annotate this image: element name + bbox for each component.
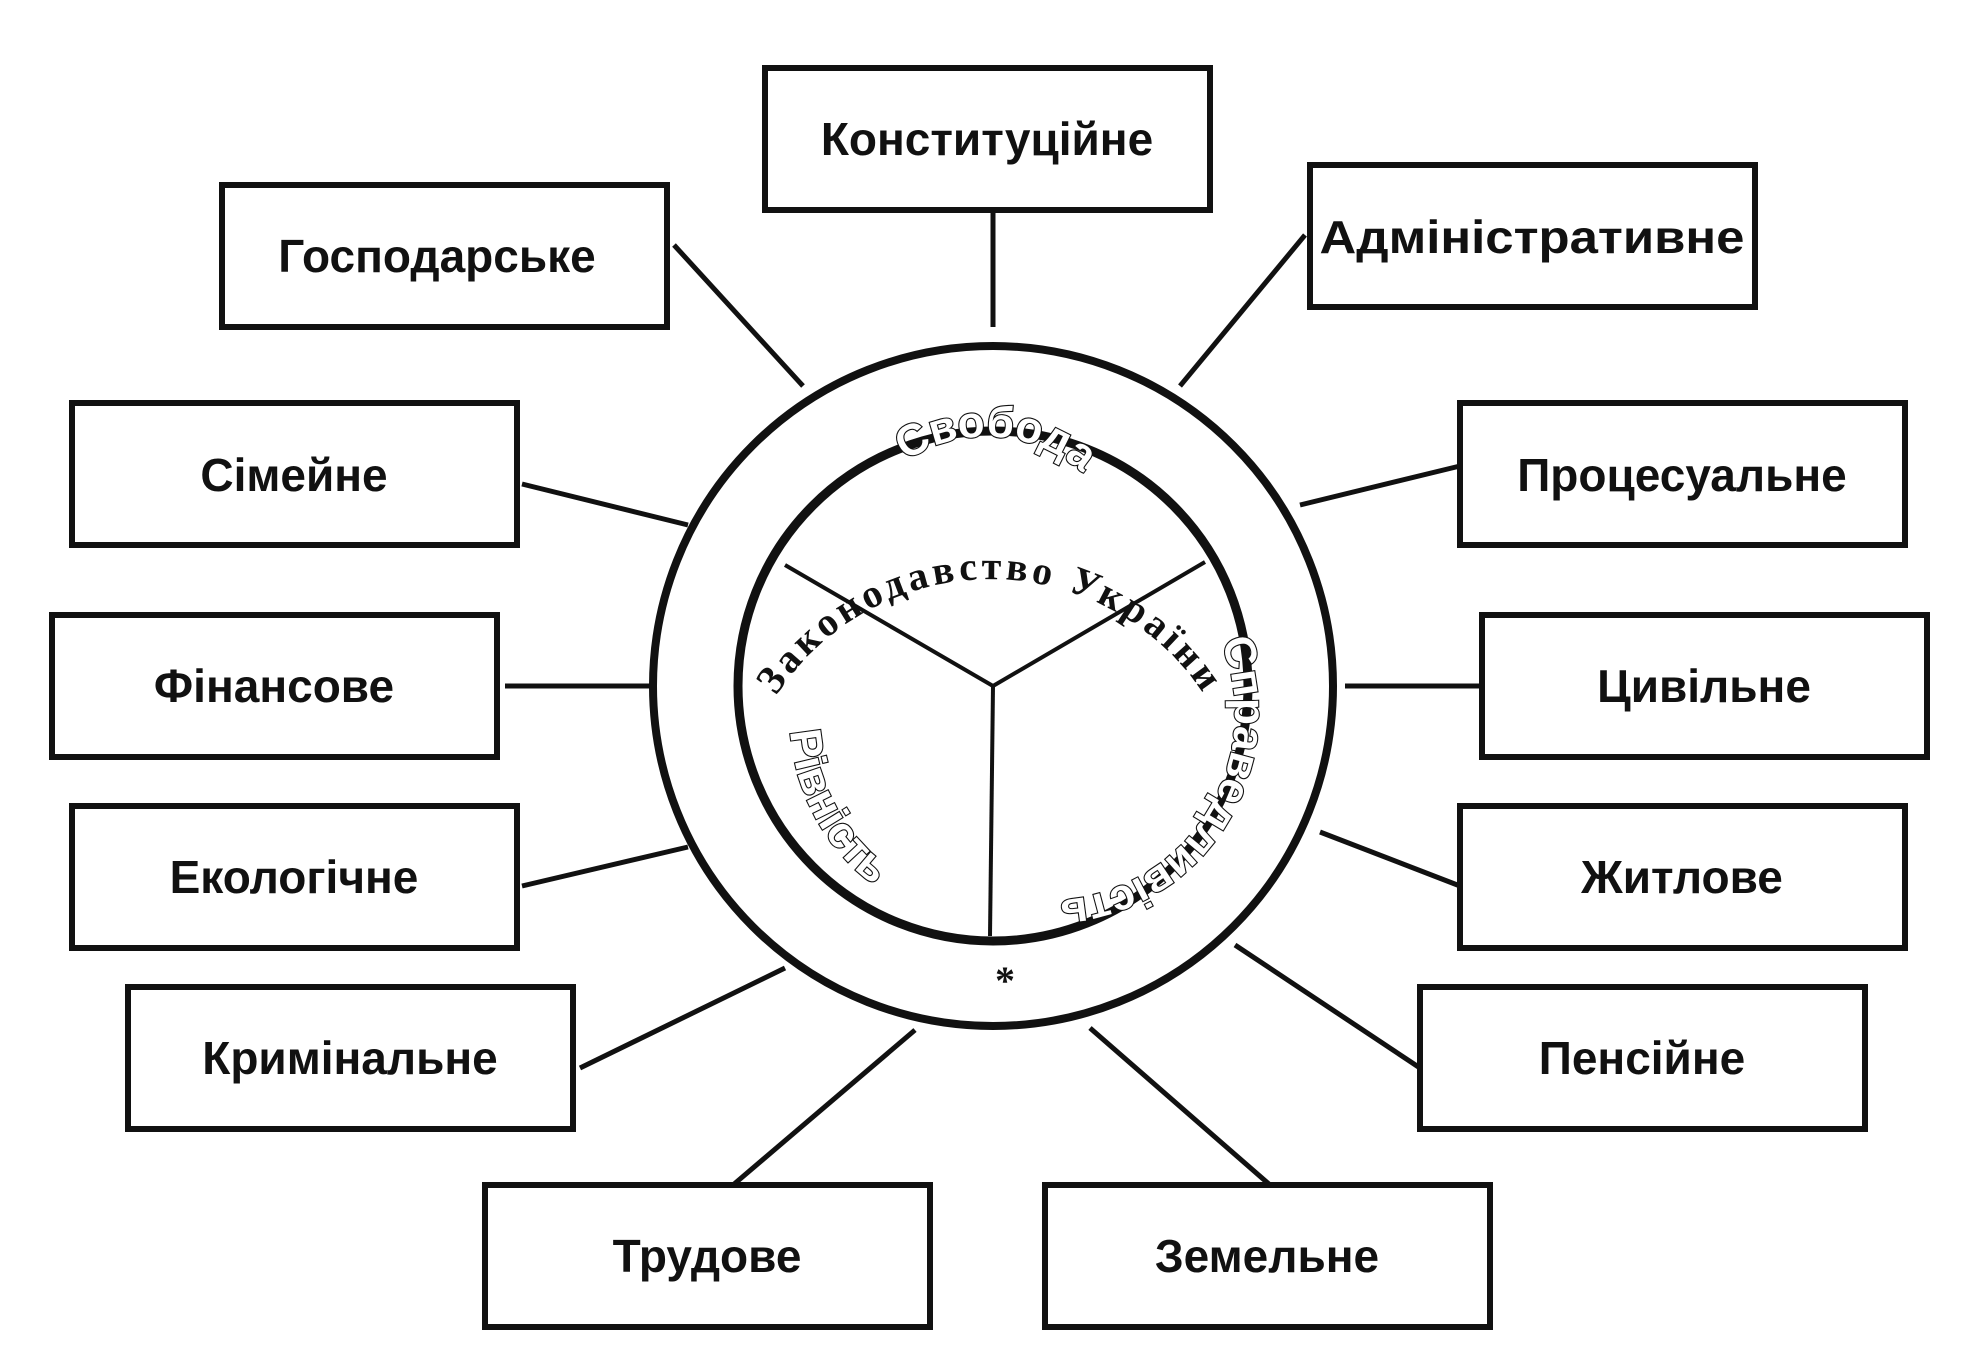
connector-labor bbox=[731, 1028, 917, 1187]
sector-dividers bbox=[783, 560, 1207, 937]
branch-box-financial bbox=[49, 612, 500, 760]
branch-box-labor bbox=[482, 1182, 933, 1330]
branch-box-criminal bbox=[125, 984, 576, 1132]
branch-label-family: Сімейне bbox=[200, 449, 387, 501]
branch-label-housing: Житлове bbox=[1580, 851, 1783, 903]
branch-label-ecological: Екологічне bbox=[170, 851, 419, 903]
connector-land bbox=[1088, 1026, 1272, 1187]
connector-family bbox=[521, 481, 689, 528]
branch-administrative: Адміністративне bbox=[1307, 162, 1758, 310]
branch-ecological: Екологічне bbox=[69, 803, 520, 951]
branch-family: Сімейне bbox=[69, 400, 520, 548]
branch-label-civil: Цивільне bbox=[1597, 660, 1811, 712]
ring-separator: * bbox=[995, 958, 1015, 1003]
branch-civil: Цивільне bbox=[1479, 612, 1930, 760]
connector-pension bbox=[1233, 942, 1422, 1071]
branch-label-constitutional: Конституційне bbox=[821, 113, 1153, 165]
branch-box-constitutional bbox=[762, 65, 1213, 213]
connector-procedural bbox=[1299, 463, 1461, 508]
branch-label-land: Земельне bbox=[1155, 1230, 1379, 1282]
divider-left bbox=[783, 563, 995, 688]
branch-box-family bbox=[69, 400, 520, 548]
branch-box-procedural bbox=[1457, 400, 1908, 548]
branch-land: Земельне bbox=[1042, 1182, 1493, 1330]
branch-label-administrative: Адміністративне bbox=[1320, 211, 1745, 263]
branch-box-ecological bbox=[69, 803, 520, 951]
branch-label-financial: Фінансове bbox=[154, 660, 394, 712]
branch-economic: Господарське bbox=[219, 182, 670, 330]
branch-housing: Житлове bbox=[1457, 803, 1908, 951]
branch-box-economic bbox=[219, 182, 670, 330]
branch-box-civil bbox=[1479, 612, 1930, 760]
branch-procedural: Процесуальне bbox=[1457, 400, 1908, 548]
branch-label-procedural: Процесуальне bbox=[1517, 449, 1847, 501]
connector-economic bbox=[672, 243, 805, 388]
central-circle: Законодавство України * Свобода Справедл… bbox=[649, 342, 1337, 1030]
branch-label-pension: Пенсійне bbox=[1539, 1032, 1745, 1084]
connector-ecological bbox=[521, 844, 689, 889]
branch-boxes: Конституційне Адміністративне Процесуаль… bbox=[49, 65, 1930, 1330]
branch-box-administrative bbox=[1307, 162, 1758, 310]
branch-labor: Трудове bbox=[482, 1182, 933, 1330]
divider-right bbox=[991, 560, 1207, 688]
branch-label-criminal: Кримінальне bbox=[202, 1032, 498, 1084]
branch-criminal: Кримінальне bbox=[125, 984, 576, 1132]
connector-criminal bbox=[578, 965, 787, 1071]
connector-housing bbox=[1319, 829, 1461, 889]
branch-box-land bbox=[1042, 1182, 1493, 1330]
connector-administrative bbox=[1178, 233, 1307, 388]
branch-pension: Пенсійне bbox=[1417, 984, 1868, 1132]
branch-financial: Фінансове bbox=[49, 612, 500, 760]
branch-label-labor: Трудове bbox=[613, 1230, 802, 1282]
branch-constitutional: Конституційне bbox=[762, 65, 1213, 213]
branch-box-housing bbox=[1457, 803, 1908, 951]
branch-label-economic: Господарське bbox=[278, 230, 596, 282]
connectors bbox=[505, 210, 1482, 1187]
divider-bottom bbox=[988, 685, 995, 937]
branch-box-pension bbox=[1417, 984, 1868, 1132]
